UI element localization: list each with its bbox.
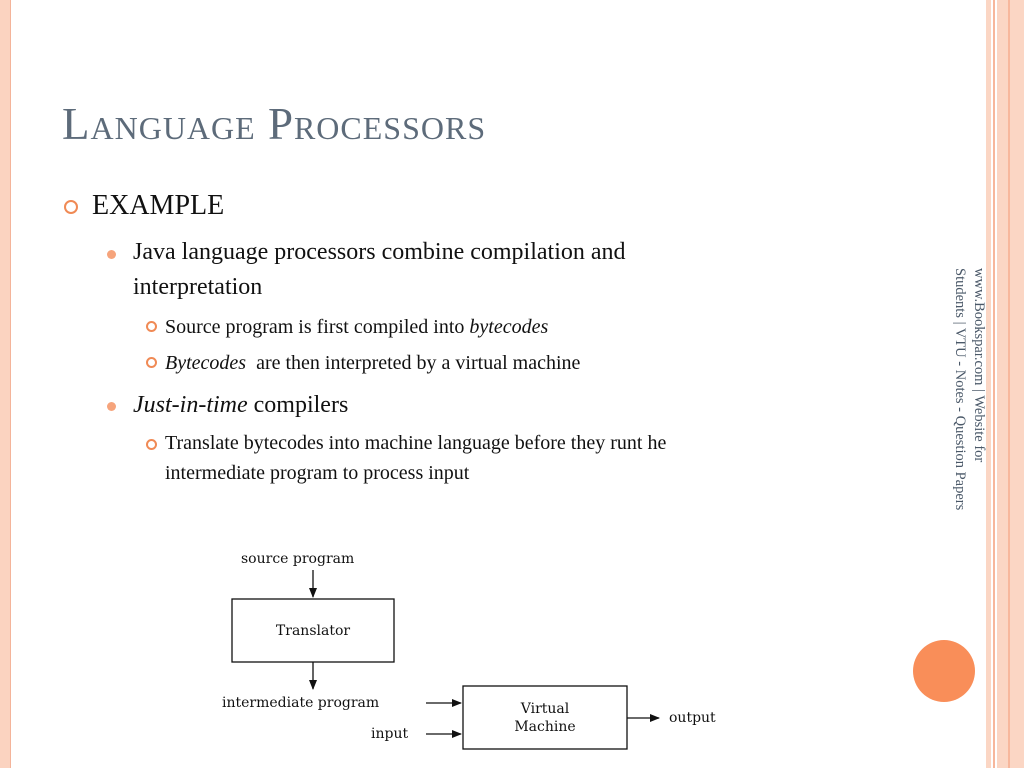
bullet-ring-icon xyxy=(146,357,157,368)
slide-title: Language Processors xyxy=(62,99,487,149)
bullet-source-program: Source program is first compiled into by… xyxy=(165,312,548,342)
bullet-dot-icon xyxy=(107,402,116,411)
bullet-ring-icon xyxy=(146,321,157,332)
input-label: input xyxy=(371,726,408,742)
bullet-java-line-2: interpretation xyxy=(133,274,263,300)
bullet-translate-line-2: intermediate program to process input xyxy=(165,462,470,484)
source-program-label: source program xyxy=(241,551,354,567)
translator-box xyxy=(231,598,395,663)
jit-text: compilers xyxy=(247,392,349,418)
bullet-ring-icon xyxy=(146,439,157,450)
bullet-bytecodes: Bytecodes are then interpreted by a virt… xyxy=(165,348,580,378)
orange-circle-decoration xyxy=(913,640,975,702)
bullet-java: Java language processors combine compila… xyxy=(133,235,626,305)
source-em: bytecodes xyxy=(469,316,549,338)
translator-label: Translator xyxy=(276,623,350,639)
left-frame-strip xyxy=(0,0,11,768)
virtual-label: Virtual xyxy=(520,701,570,717)
virtual-machine-box xyxy=(462,685,628,750)
side-note-line-2: Students | VTU - Notes - Question Papers xyxy=(952,268,968,511)
bullet-jit: Just-in-time compilers xyxy=(133,388,348,423)
side-note-line-1: www.Bookspar.com | Website for xyxy=(971,268,987,463)
bullet-dot-icon xyxy=(107,250,116,259)
bullet-translate: Translate bytecodes into machine languag… xyxy=(165,428,666,488)
output-label: output xyxy=(669,710,716,726)
intermediate-program-label: intermediate program xyxy=(222,695,379,711)
bullet-translate-line-1: Translate bytecodes into machine languag… xyxy=(165,432,667,454)
bullet-example: EXAMPLE xyxy=(92,190,225,221)
machine-label: Machine xyxy=(514,719,575,735)
right-frame-stripes xyxy=(986,0,1024,768)
source-text: Source program is first compiled into xyxy=(165,316,470,338)
jit-em: Just-in-time xyxy=(133,392,248,418)
bullet-ring-icon xyxy=(64,200,78,214)
bullet-java-line-1: Java language processors combine compila… xyxy=(133,239,626,265)
bytecodes-em: Bytecodes xyxy=(165,352,247,374)
bytecodes-text: are then interpreted by a virtual machin… xyxy=(246,352,581,374)
side-note: www.Bookspar.com | Website for Students … xyxy=(932,268,988,608)
